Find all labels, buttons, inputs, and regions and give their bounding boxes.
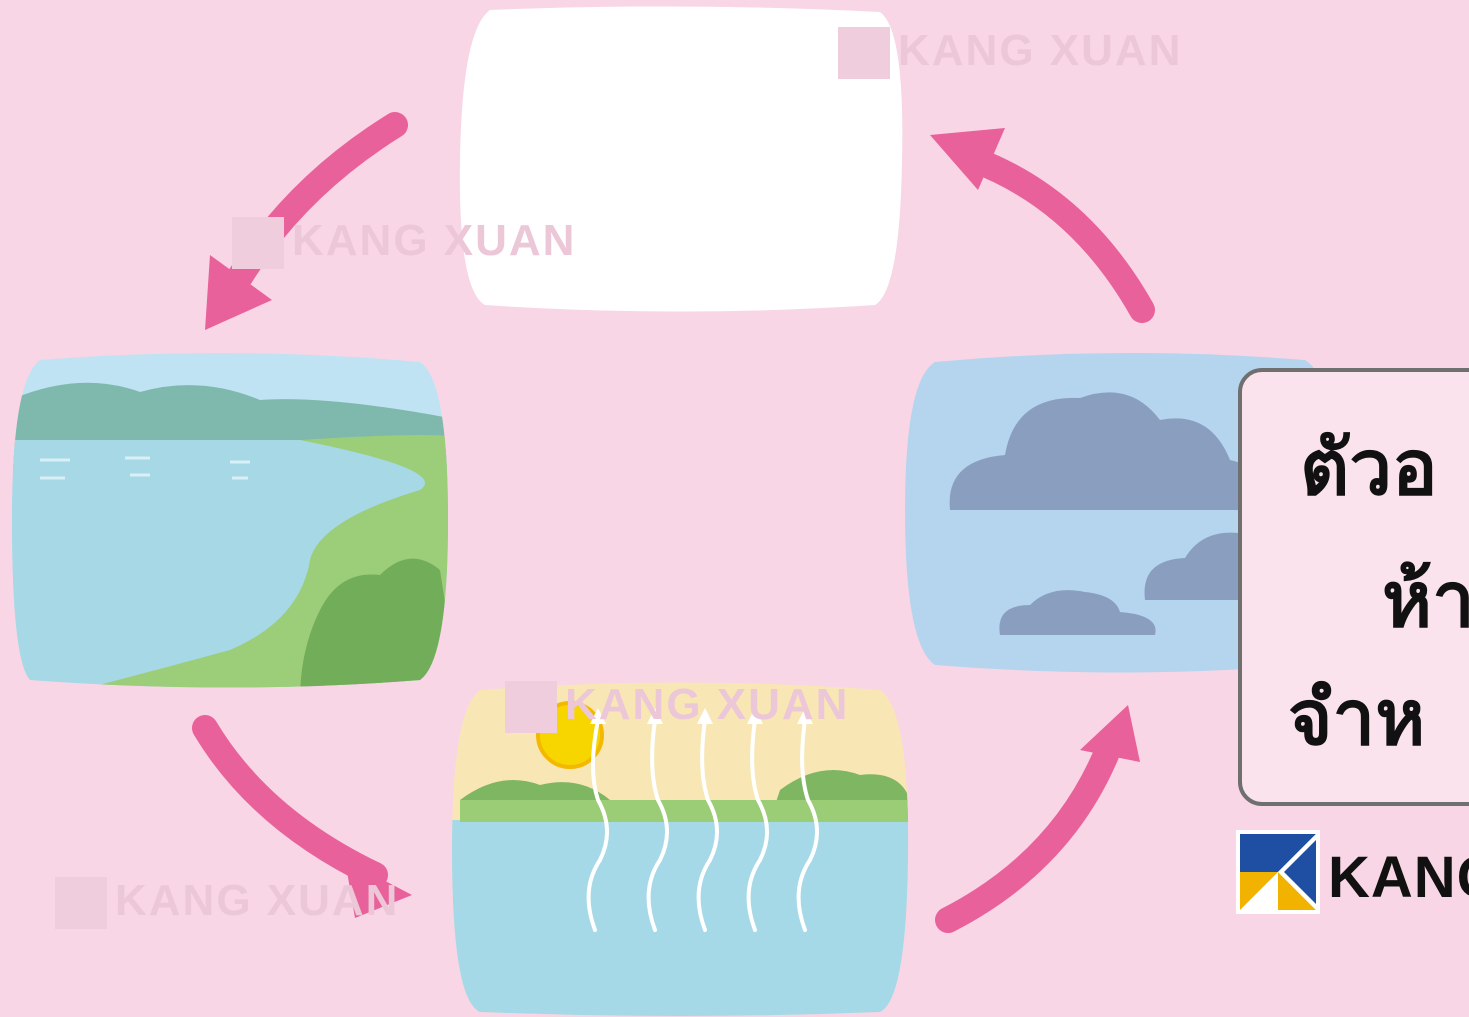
watermark-logo-icon — [55, 877, 107, 929]
lake-scene — [0, 340, 460, 700]
kang-xuan-logo-icon — [1236, 830, 1320, 914]
watermark: KANG XUAN — [838, 26, 1182, 79]
watermark-logo-icon — [838, 27, 890, 79]
watermark: KANG XUAN — [55, 876, 399, 929]
cycle-arrow — [948, 745, 1110, 920]
watermark: KANG XUAN — [232, 216, 576, 269]
label-box: ตัวอ ห้า จำห — [1238, 368, 1469, 806]
label-line-2: ห้า — [1382, 562, 1469, 638]
cycle-arrow — [205, 728, 375, 875]
cycle-arrow — [975, 160, 1142, 310]
brand-name: KANG — [1328, 844, 1469, 911]
watermark-logo-icon — [505, 681, 557, 733]
label-line-3: จำห — [1288, 680, 1425, 756]
label-line-1: ตัวอ — [1300, 430, 1438, 506]
watermark-logo-icon — [232, 217, 284, 269]
cycle-arrow — [1080, 705, 1140, 762]
brand-logo: KANG — [1236, 830, 1320, 914]
watermark: KANG XUAN — [505, 680, 849, 733]
